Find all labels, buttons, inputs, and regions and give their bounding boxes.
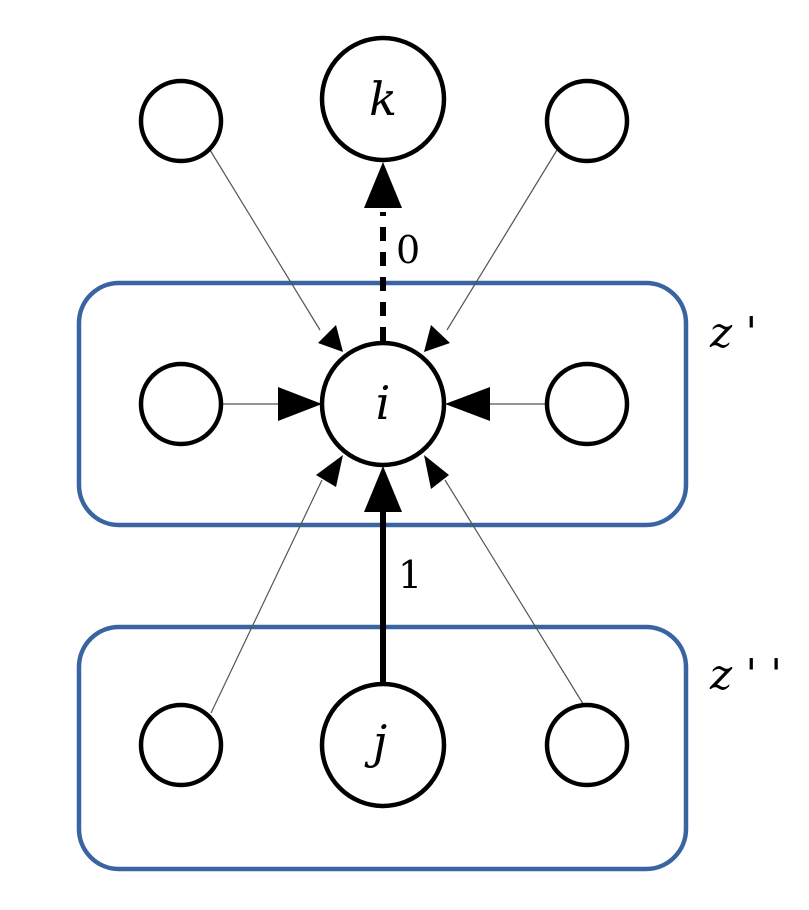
node-mid-left xyxy=(138,361,224,447)
arrowhead-i-from-j xyxy=(364,466,402,512)
node-bottom-left xyxy=(138,702,224,788)
node-i xyxy=(319,340,447,468)
group-label-z-double-prime: z ' ' xyxy=(709,650,782,699)
arrowhead-mid-left xyxy=(278,387,322,421)
node-k xyxy=(319,35,447,163)
arrowhead-bottom-left xyxy=(316,455,343,487)
node-mid-right xyxy=(544,361,630,447)
arrowhead-bottom-right xyxy=(424,455,449,489)
arrowhead-mid-right xyxy=(445,387,490,421)
arrowhead-top-left xyxy=(318,325,343,352)
node-label-i: i xyxy=(376,376,391,430)
arrowhead-top-right xyxy=(424,325,450,352)
node-top-right xyxy=(544,78,630,164)
node-top-left xyxy=(138,78,224,164)
edge-label-0: 0 xyxy=(396,228,420,272)
edge-label-1: 1 xyxy=(398,553,422,597)
node-bottom-right xyxy=(544,702,630,788)
arrowhead-k xyxy=(364,162,402,208)
edge-top-right-to-i xyxy=(446,149,558,331)
edge-bottom-left-to-i xyxy=(210,479,323,714)
group-label-z-prime: z ' xyxy=(709,308,757,357)
node-j xyxy=(319,681,447,809)
node-label-k: k xyxy=(369,72,397,126)
edge-top-left-to-i xyxy=(209,149,321,331)
edge-bottom-right-to-i xyxy=(444,479,586,708)
